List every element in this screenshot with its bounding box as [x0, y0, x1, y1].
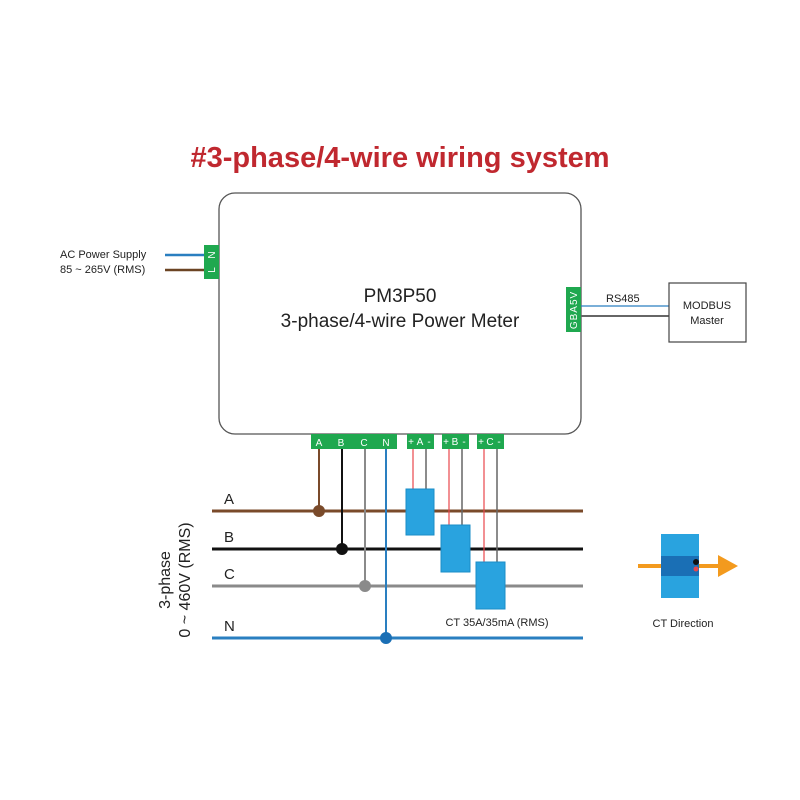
ct-c-minus: -	[497, 437, 500, 448]
ct-direction-label: CT Direction	[653, 618, 714, 630]
ct-sensor-a	[405, 488, 435, 536]
voltage-terminal-b: B	[338, 438, 345, 449]
junction-n	[380, 632, 392, 644]
junction-a	[313, 505, 325, 517]
meter-description: 3-phase/4-wire Power Meter	[281, 311, 520, 332]
ct-direction-core	[661, 556, 699, 576]
phase-label-n: N	[224, 618, 235, 635]
ct-b-plus: +	[443, 437, 449, 448]
rs485-label: RS485	[606, 293, 640, 305]
supply-label-line2: 0 ~ 460V (RMS)	[177, 522, 194, 637]
ct-a-phase: A	[417, 437, 424, 448]
voltage-terminal-n: N	[382, 438, 389, 449]
modbus-master-line1: MODBUS	[683, 300, 731, 312]
modbus-master-line2: Master	[690, 315, 724, 327]
terminal-n: N	[207, 251, 218, 258]
junction-b	[336, 543, 348, 555]
supply-label-line1: 3-phase	[157, 551, 174, 609]
power-supply-range: 85 ~ 265V (RMS)	[60, 264, 145, 276]
meter-model: PM3P50	[364, 286, 437, 307]
ct-terminal-block-a	[407, 434, 434, 449]
ct-direction-arrow-icon	[718, 555, 738, 577]
power-supply-label: AC Power Supply	[60, 249, 147, 261]
junction-c	[359, 580, 371, 592]
ct-plus-terminal-icon	[693, 566, 699, 572]
ct-c-phase: C	[486, 437, 493, 448]
phase-label-c: C	[224, 566, 235, 583]
comm-terminal-label: GBA5V	[569, 291, 580, 329]
ct-terminal-block-c	[477, 434, 504, 449]
ct-a-minus: -	[427, 437, 430, 448]
ct-c-plus: +	[478, 437, 484, 448]
ct-sensor-b	[440, 524, 471, 573]
comm-terminal-block	[566, 287, 581, 332]
phase-label-a: A	[224, 491, 234, 508]
ct-sensor-c	[475, 561, 506, 610]
ct-a-plus: +	[408, 437, 414, 448]
power-terminal-block	[204, 245, 219, 279]
diagram-title: #3-phase/4-wire wiring system	[190, 142, 609, 174]
modbus-master-box	[668, 282, 747, 343]
ct-rating-label: CT 35A/35mA (RMS)	[445, 617, 548, 629]
ct-b-minus: -	[462, 437, 465, 448]
phase-label-b: B	[224, 529, 234, 546]
voltage-terminal-c: C	[360, 438, 367, 449]
terminal-l: L	[207, 267, 218, 273]
voltage-terminal-block	[311, 434, 397, 449]
ct-minus-terminal-icon	[693, 559, 699, 565]
ct-b-phase: B	[452, 437, 459, 448]
voltage-terminal-a: A	[316, 438, 323, 449]
ct-terminal-block-b	[442, 434, 469, 449]
